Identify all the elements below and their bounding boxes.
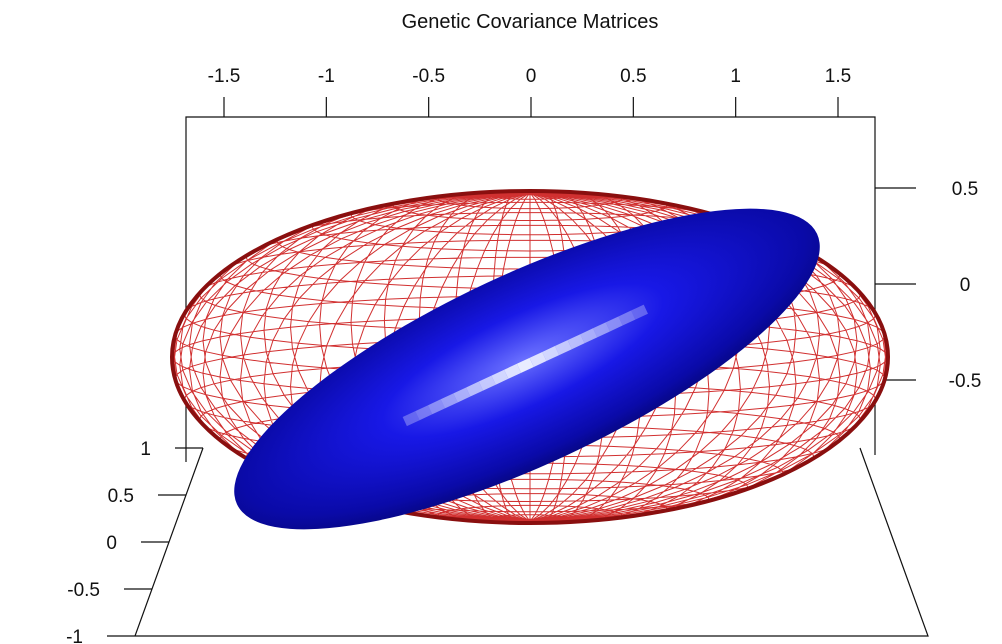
x-tick-label: -1.5 [208,66,241,87]
x-tick-label: 0 [526,66,537,87]
blue-solid-ellipsoid [234,208,820,530]
y-tick-label: 0.5 [108,486,134,507]
highlight-cell [605,316,623,332]
z-tick-label: 0 [960,275,971,296]
red-ellipsoid-rim [170,189,890,525]
highlight-cell [466,381,484,397]
y-tick-label: -1 [66,627,83,644]
chart-title: Genetic Covariance Matrices [402,11,659,33]
x-tick-label: 1 [730,66,741,87]
z-tick-label: -0.5 [949,371,982,392]
highlight-cell [542,346,560,362]
x-tick-label: -0.5 [412,66,445,87]
highlight-cell [504,363,522,379]
x-axis-ticks: -1.5 -1 -0.5 0 0.5 1 1.5 [208,66,851,117]
highlight-cell [631,304,648,320]
highlight-cell [580,328,598,344]
highlight-cell [554,340,572,356]
highlight-cell [453,387,471,403]
bottom-box-line [135,447,929,637]
z-tick-label: 0.5 [952,179,978,200]
highlight-cell [402,411,420,427]
highlight-cell [567,334,585,350]
highlight-cell [440,393,458,409]
highlight-cell [592,322,610,338]
y-tick-label: 0 [106,533,117,554]
highlight-cell [415,405,433,421]
highlight-cell [618,310,636,326]
y-tick-label: 1 [140,439,151,460]
highlight-cell [491,369,509,385]
highlight-cell [428,399,445,415]
highlight-cell [529,351,547,367]
y-tick-label: -0.5 [67,580,100,601]
highlight-cell [478,375,496,391]
blue-ellipsoid-highlight [402,304,648,427]
x-tick-label: 0.5 [620,66,646,87]
highlight-cell [516,357,534,373]
y-axis-ticks: -1 -0.5 0 0.5 1 [66,439,203,644]
z-axis-ticks: -0.5 0 0.5 [875,179,981,392]
x-tick-label: 1.5 [825,66,851,87]
x-tick-label: -1 [318,66,335,87]
